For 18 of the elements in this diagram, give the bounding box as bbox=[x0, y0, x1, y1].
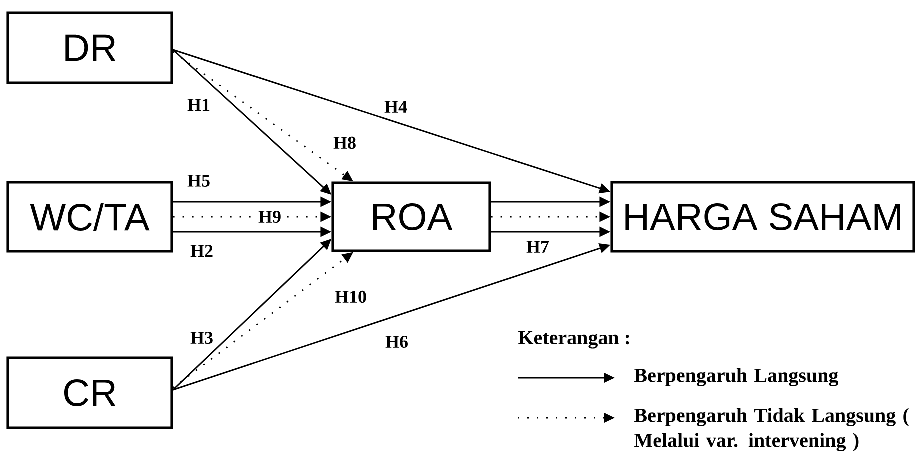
edge-label: H9 bbox=[258, 210, 281, 224]
edge-label: H3 bbox=[190, 332, 213, 344]
legend-title: Keterangan : bbox=[518, 331, 630, 349]
variable-box: HARGA SAHAM bbox=[610, 181, 916, 253]
variable-box: ROA bbox=[332, 182, 492, 252]
variable-box: CR bbox=[6, 356, 174, 430]
edge-label: H1 bbox=[188, 99, 210, 111]
variable-box: DR bbox=[6, 12, 174, 84]
edge-label: H6 bbox=[386, 336, 408, 348]
variable-box: WC/TA bbox=[6, 181, 174, 253]
edge-label: H7 bbox=[526, 241, 550, 253]
legend-text: Berpengaruh Langsung bbox=[634, 368, 838, 386]
edge-label: H4 bbox=[384, 101, 408, 113]
edge-label: H10 bbox=[335, 290, 366, 304]
edge-label: H2 bbox=[190, 245, 213, 257]
legend-text: Berpengaruh Tidak Langsung ( Melalui var. intervening ) bbox=[634, 408, 909, 452]
edge-label: H8 bbox=[334, 136, 356, 150]
edge-label: H5 bbox=[188, 175, 210, 187]
